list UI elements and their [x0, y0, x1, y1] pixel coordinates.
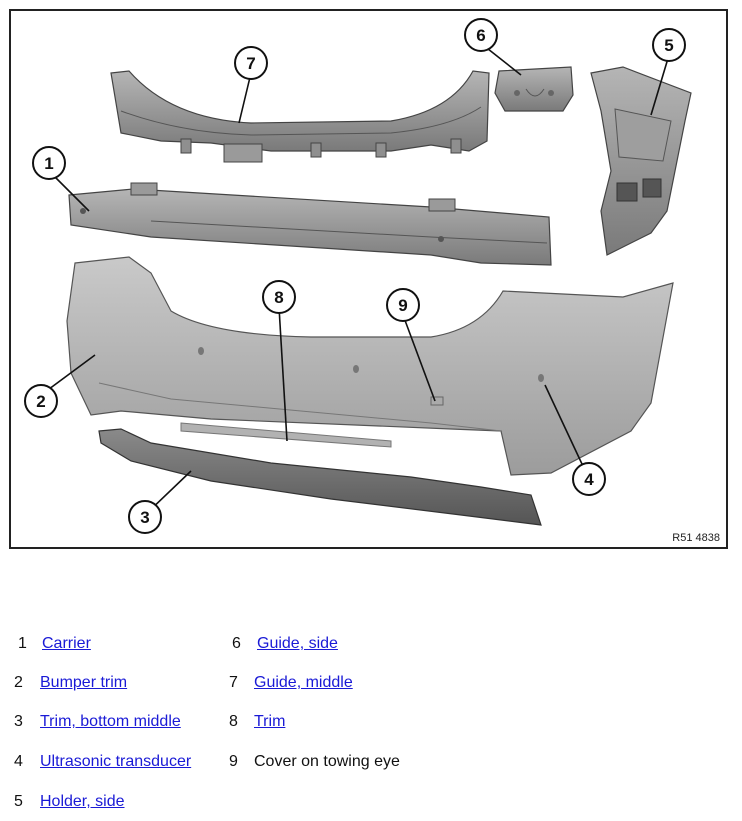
part-trim-bottom-middle — [98, 428, 542, 526]
legend-link-trim[interactable]: Trim — [254, 713, 286, 730]
svg-text:7: 7 — [246, 54, 255, 73]
legend-link-bumper-trim[interactable]: Bumper trim — [40, 674, 128, 691]
callout-8: 8 — [262, 280, 296, 314]
part-bumper-trim — [66, 256, 674, 476]
callout-6: 6 — [464, 18, 498, 52]
svg-text:5: 5 — [664, 36, 673, 55]
exploded-parts-figure: 1 2 3 4 5 6 7 8 — [9, 9, 728, 549]
legend-link-trim-bottom-middle[interactable]: Trim, bottom middle — [40, 713, 181, 730]
callout-1: 1 — [32, 146, 66, 180]
legend-number-4: 4 — [14, 753, 23, 770]
legend-number-8: 8 — [229, 713, 238, 730]
svg-text:4: 4 — [584, 470, 594, 489]
callout-3: 3 — [128, 500, 162, 534]
legend-number-6: 6 — [232, 635, 241, 652]
figure-reference-code: R51 4838 — [672, 532, 720, 544]
legend-number-2: 2 — [14, 674, 23, 691]
svg-text:8: 8 — [274, 288, 283, 307]
part-carrier — [68, 182, 552, 266]
part-holder-side — [590, 66, 692, 256]
legend-number-5: 5 — [14, 793, 23, 810]
part-guide-middle — [110, 70, 490, 163]
part-guide-side — [494, 66, 574, 112]
legend-link-guide-side[interactable]: Guide, side — [257, 635, 338, 652]
callout-7: 7 — [234, 46, 268, 80]
svg-text:3: 3 — [140, 508, 149, 527]
bumper-exploded-diagram: 1 2 3 4 5 6 7 8 — [24, 18, 692, 534]
legend-number-3: 3 — [14, 713, 23, 730]
legend-link-holder-side[interactable]: Holder, side — [40, 793, 125, 810]
legend-link-guide-middle[interactable]: Guide, middle — [254, 674, 353, 691]
svg-text:9: 9 — [398, 296, 407, 315]
svg-text:6: 6 — [476, 26, 485, 45]
legend-link-carrier[interactable]: Carrier — [42, 635, 91, 652]
legend-number-9: 9 — [229, 753, 238, 770]
legend-number-7: 7 — [229, 674, 238, 691]
legend-text-cover-on-towing-eye: Cover on towing eye — [254, 753, 400, 770]
callout-4: 4 — [572, 462, 606, 496]
callout-9: 9 — [386, 288, 420, 322]
callout-2: 2 — [24, 384, 58, 418]
svg-text:1: 1 — [44, 154, 53, 173]
svg-text:2: 2 — [36, 392, 45, 411]
legend-number-1: 1 — [18, 635, 27, 652]
callout-5: 5 — [652, 28, 686, 62]
legend-link-ultrasonic-transducer[interactable]: Ultrasonic transducer — [40, 753, 192, 770]
